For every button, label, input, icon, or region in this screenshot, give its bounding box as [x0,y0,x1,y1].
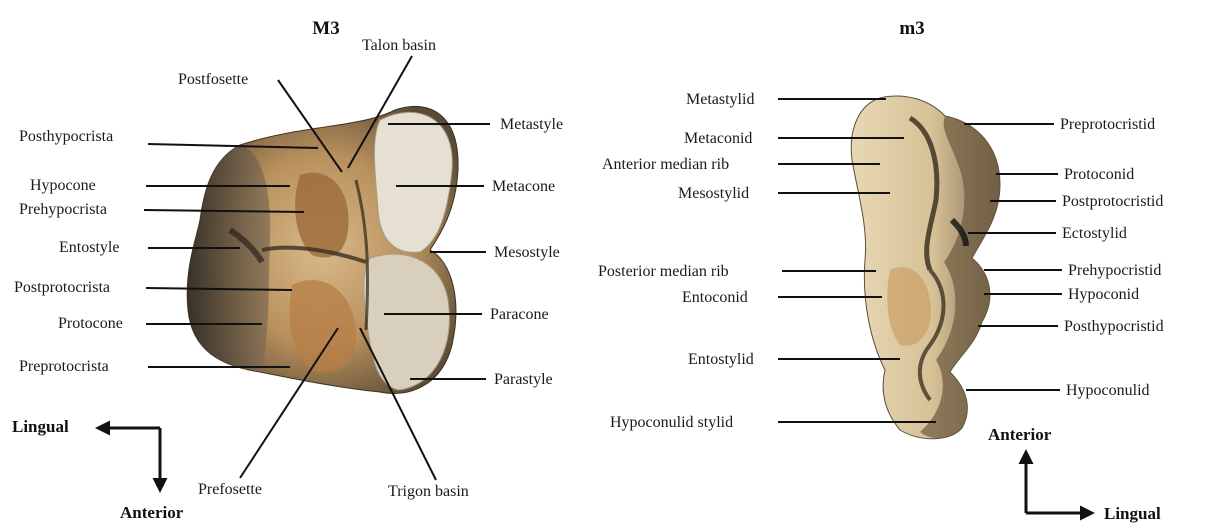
label-anterior-median-rib: Anterior median rib [602,156,729,173]
label-metastyle: Metastyle [500,116,563,133]
label-entoconid: Entoconid [682,289,748,306]
label-prehypocrista: Prehypocrista [19,201,107,218]
label-postfosette: Postfosette [178,71,248,88]
label-parastyle: Parastyle [494,371,553,388]
label-hypoconulid-stylid: Hypoconulid stylid [610,414,733,431]
label-prehypocristid: Prehypocristid [1068,262,1161,279]
label-postprotocrista: Postprotocrista [14,279,110,296]
label-entostyle: Entostyle [59,239,119,256]
label-metaconid: Metaconid [684,130,752,147]
label-mesostylid: Mesostylid [678,185,749,202]
label-posthypocrista: Posthypocrista [19,128,113,145]
label-metacone: Metacone [492,178,555,195]
lower-orientation-indicator: Anterior Lingual [988,425,1161,523]
upper-direction-anterior: Anterior [120,503,184,522]
label-paracone: Paracone [490,306,549,323]
lower-molar-photo [851,96,1000,439]
label-prefosette: Prefosette [198,481,262,498]
label-posthypocristid: Posthypocristid [1064,318,1164,335]
lower-molar-title: m3 [899,18,924,39]
label-ectostylid: Ectostylid [1062,225,1127,242]
lower-direction-lingual: Lingual [1104,504,1161,523]
lower-direction-anterior: Anterior [988,425,1052,444]
label-hypocone: Hypocone [30,177,96,194]
upper-molar-title: M3 [312,18,339,39]
label-entostylid: Entostylid [688,351,754,368]
label-preprotocristid: Preprotocristid [1060,116,1155,133]
label-mesostyle: Mesostyle [494,244,560,261]
label-trigon-basin: Trigon basin [388,483,469,500]
label-preprotocrista: Preprotocrista [19,358,109,375]
label-protocone: Protocone [58,315,123,332]
label-posterior-median-rib: Posterior median rib [598,263,729,280]
label-metastylid: Metastylid [686,91,754,108]
label-talon-basin: Talon basin [362,37,436,54]
label-postprotocristid: Postprotocristid [1062,193,1163,210]
label-hypoconid: Hypoconid [1068,286,1139,303]
upper-direction-lingual: Lingual [12,417,69,436]
label-hypoconulid: Hypoconulid [1066,382,1150,399]
upper-orientation-indicator: Lingual Anterior [12,417,184,522]
label-protoconid: Protoconid [1064,166,1134,183]
